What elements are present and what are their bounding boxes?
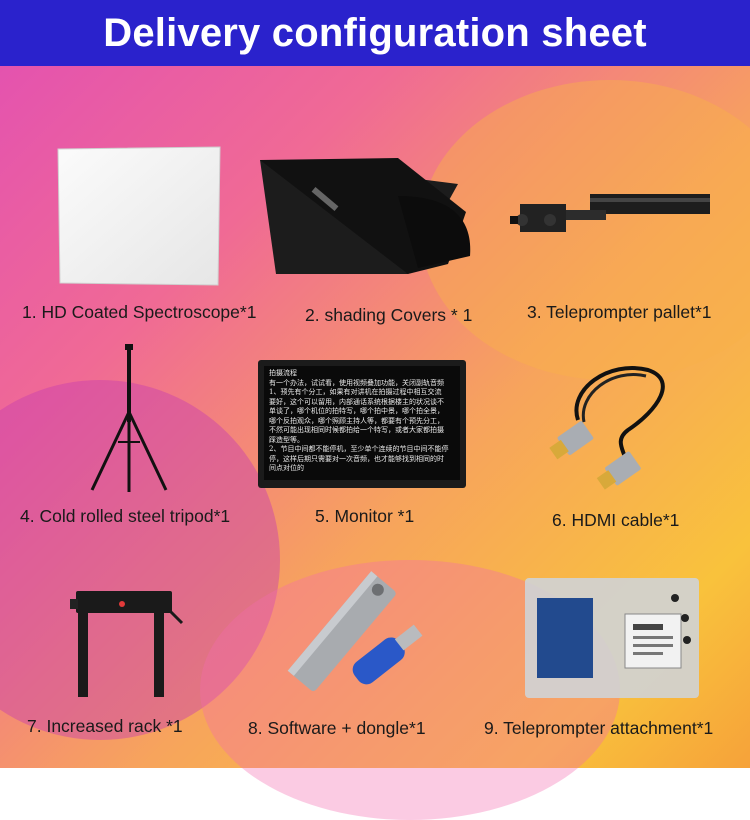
rack-icon bbox=[70, 591, 184, 697]
screen-line: 2、节目中间都不能停机，至少单个连续的节目中间不能停 bbox=[269, 445, 449, 453]
screen-line: 有一个办法，试试看，使用视频叠加功能，关闭副轨音频 bbox=[269, 378, 444, 387]
attachment-bag-icon bbox=[525, 578, 699, 698]
screen-line: 踩造型等。 bbox=[269, 435, 304, 444]
item-label: 9. Teleprompter attachment*1 bbox=[484, 718, 714, 738]
item-label: 1. HD Coated Spectroscope*1 bbox=[22, 302, 257, 322]
screen-line: 要好，这个可以留用，内部通话系统根据楼主的状况谈不 bbox=[269, 397, 444, 406]
shading-cover-icon bbox=[260, 158, 471, 274]
screen-line: 1、预先有个分工，如果有对讲机在拍摄过程中相互交流 bbox=[269, 388, 442, 396]
screen-line: 不然可能出现相同时候都拍给一个特写，或者大家都拍摄 bbox=[269, 426, 444, 434]
item-label: 3. Teleprompter pallet*1 bbox=[527, 302, 712, 322]
hdmi-cable-icon bbox=[549, 366, 665, 490]
usb-dongle-icon bbox=[287, 571, 423, 691]
item-label: 7. Increased rack *1 bbox=[27, 716, 183, 736]
background-decoration bbox=[420, 80, 750, 380]
item-label: 2. shading Covers * 1 bbox=[305, 305, 473, 325]
spectroscope-glass-icon bbox=[57, 146, 221, 286]
screen-line: 单谈了，哪个机位的拍特写，哪个拍中景，哪个拍全景， bbox=[269, 407, 444, 415]
monitor-screen-text: 拍摄流程 有一个办法，试试看，使用视频叠加功能，关闭副轨音频 1、预先有个分工，… bbox=[269, 369, 457, 476]
monitor-icon bbox=[258, 360, 466, 488]
item-label: 8. Software + dongle*1 bbox=[248, 718, 426, 738]
item-label: 6. HDMI cable*1 bbox=[552, 510, 680, 530]
page-title: Delivery configuration sheet bbox=[103, 10, 647, 55]
background-decoration bbox=[0, 380, 280, 740]
header-bar: Delivery configuration sheet bbox=[0, 0, 750, 66]
item-label: 5. Monitor *1 bbox=[315, 506, 415, 526]
screen-line: 拍摄流程 bbox=[269, 369, 297, 377]
tripod-icon bbox=[90, 344, 168, 492]
screen-line: 间点对位的 bbox=[269, 464, 304, 472]
screen-line: 哪个反拍观众，哪个照顾主持人等，都要有个预先分工， bbox=[269, 416, 444, 425]
screen-line: 停，这样后期只需要对一次音频，也才能够找到相同的时 bbox=[269, 454, 444, 463]
item-label: 4. Cold rolled steel tripod*1 bbox=[20, 506, 231, 526]
pallet-bracket-icon bbox=[510, 194, 710, 232]
